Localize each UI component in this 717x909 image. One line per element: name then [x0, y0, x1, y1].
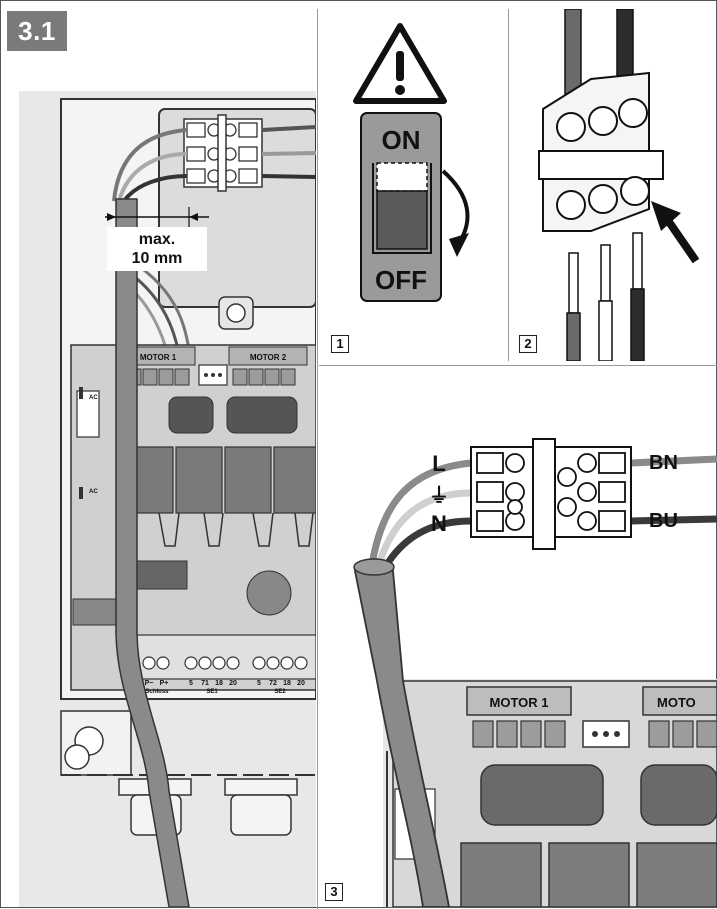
connector-label-motor-cut: MOTO: [657, 695, 696, 710]
wire-label-l: L: [432, 451, 445, 476]
side-label-2: AC: [89, 489, 98, 495]
main-cable: [115, 198, 190, 907]
switch-off-label: OFF: [375, 265, 427, 295]
wire-label-bu: BU: [649, 510, 678, 532]
connector-label-motor-1: MOTOR 1: [490, 695, 549, 710]
switch-arrow-icon: [441, 169, 470, 245]
separator-panel3: [319, 365, 717, 366]
panel-number-3: 3: [325, 883, 343, 901]
power-switch-illustration: ON OFF: [353, 23, 470, 302]
bottom-label-se2-18: 18: [283, 680, 291, 687]
panel-number-2: 2: [519, 335, 537, 353]
insert-arrow-icon: [663, 216, 700, 264]
overview-illustration: MOTOR 1 MOTOR 2 AC AC: [19, 91, 316, 907]
bottom-label-se1-71: 71: [201, 680, 209, 687]
bottom-label-se2-5: 5: [257, 680, 261, 687]
side-label-1: AC: [89, 395, 98, 401]
bottom-label-schloss: Schloss: [145, 689, 169, 695]
separator-main: [317, 9, 318, 909]
bottom-label-se1-18: 18: [215, 680, 223, 687]
wiring-detail-illustration: MOTOR 1 MOTO: [353, 438, 717, 907]
bottom-label-pminus: P−: [145, 680, 154, 687]
connector-illustration: [538, 9, 700, 361]
bottom-label-se1-5: 5: [189, 680, 193, 687]
wire-label-earth: ⏚: [429, 484, 449, 507]
bottom-label-se2-20: 20: [297, 680, 305, 687]
label-motor-2: MOTOR 2: [250, 353, 287, 362]
label-motor-1: MOTOR 1: [140, 353, 177, 362]
bottom-label-se1-20: 20: [229, 680, 237, 687]
figure-label: 3.1: [7, 11, 67, 51]
bottom-label-se2-72: 72: [269, 680, 277, 687]
bottom-label-pplus: P+: [160, 680, 169, 687]
wire-label-n: N: [431, 511, 447, 536]
bottom-label-se1: SE1: [206, 689, 218, 695]
bottom-label-se2: SE2: [274, 689, 286, 695]
panel-number-1: 1: [331, 335, 349, 353]
separator-panel12: [508, 9, 509, 361]
switch-on-label: ON: [382, 125, 421, 155]
dimension-label-value: 10 mm: [132, 250, 183, 267]
dimension-label-max: max.: [139, 231, 175, 248]
wire-label-bn: BN: [649, 452, 678, 474]
